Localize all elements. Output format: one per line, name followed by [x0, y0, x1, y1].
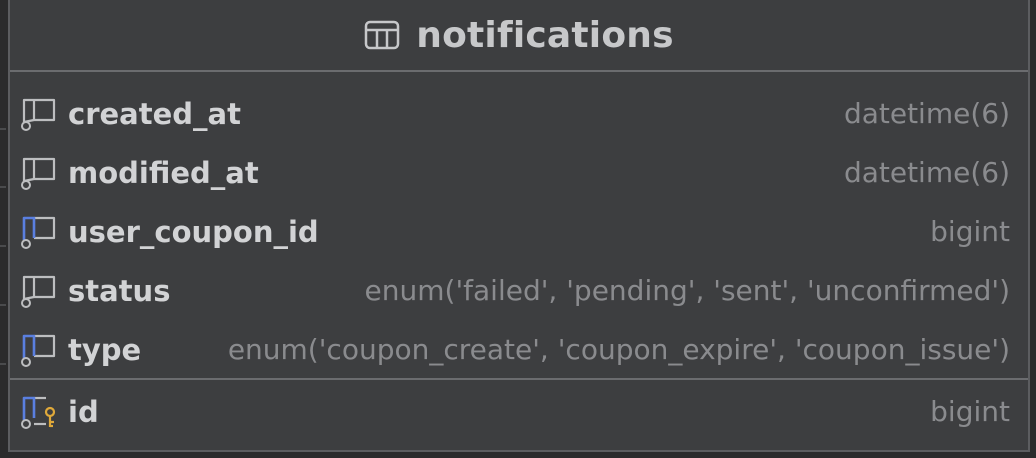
table-card[interactable]: notifications created_at datetime(6) — [8, 0, 1030, 452]
column-name: modified_at — [68, 155, 259, 190]
column-row-user-coupon-id[interactable]: user_coupon_id bigint — [10, 202, 1028, 261]
foreign-key-column-icon — [20, 214, 58, 250]
column-icon — [20, 273, 58, 309]
column-name: id — [68, 394, 99, 429]
column-name: user_coupon_id — [68, 214, 319, 249]
column-name: type — [68, 332, 142, 367]
table-icon — [364, 20, 400, 50]
column-icon — [20, 96, 58, 132]
column-name: status — [68, 273, 171, 308]
column-row-type[interactable]: type enum('coupon_create', 'coupon_expir… — [10, 320, 1028, 379]
column-type: bigint — [930, 215, 1010, 248]
primary-key-column-icon — [20, 394, 58, 430]
column-type: enum('failed', 'pending', 'sent', 'uncon… — [364, 274, 1010, 307]
column-icon — [20, 155, 58, 191]
column-name: created_at — [68, 96, 241, 131]
column-row-status[interactable]: status enum('failed', 'pending', 'sent',… — [10, 261, 1028, 320]
table-title: notifications — [416, 14, 674, 56]
column-row-id[interactable]: id bigint — [10, 382, 1028, 441]
column-type: datetime(6) — [843, 97, 1010, 130]
column-row-created-at[interactable]: created_at datetime(6) — [10, 84, 1028, 143]
primary-key-divider — [10, 378, 1028, 380]
canvas-edge-marks — [0, 128, 6, 365]
column-type: datetime(6) — [843, 156, 1010, 189]
table-header[interactable]: notifications — [10, 0, 1028, 72]
column-row-modified-at[interactable]: modified_at datetime(6) — [10, 143, 1028, 202]
foreign-key-column-icon — [20, 332, 58, 368]
column-type: enum('coupon_create', 'coupon_expire', '… — [227, 333, 1010, 366]
column-type: bigint — [930, 395, 1010, 428]
